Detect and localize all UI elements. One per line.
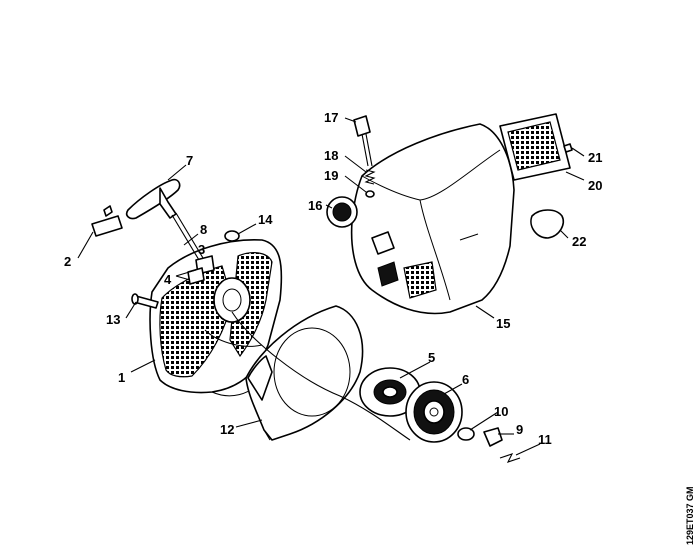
callout-6: 6 [462, 372, 469, 387]
callout-10: 10 [494, 404, 508, 419]
callout-3: 3 [198, 242, 205, 257]
rewind-spring-part [359, 367, 421, 417]
spring-clip-part [499, 453, 521, 463]
shroud-part [350, 123, 515, 315]
callout-8: 8 [200, 222, 207, 237]
filter-screw-part [563, 143, 573, 153]
small-washer-part [365, 190, 375, 198]
grip-insert-part [91, 205, 123, 237]
callout-5: 5 [428, 350, 435, 365]
leader-lines [77, 117, 585, 456]
callout-20: 20 [588, 178, 602, 193]
drawing-code: 129ET037 GM [685, 486, 695, 545]
callout-12: 12 [220, 422, 234, 437]
adjusting-knob-part [326, 196, 358, 228]
callout-9: 9 [516, 422, 523, 437]
callout-19: 19 [324, 168, 338, 183]
callout-4: 4 [164, 272, 172, 287]
callout-22: 22 [572, 234, 586, 249]
callout-11: 11 [538, 432, 552, 447]
rope-guide-part [187, 255, 215, 285]
callout-1: 1 [118, 370, 125, 385]
callout-17: 17 [324, 110, 338, 125]
starter-rope [231, 311, 411, 441]
cover-plate-part [245, 305, 364, 441]
callout-15: 15 [496, 316, 510, 331]
pawl-part [483, 427, 503, 447]
screw-part [131, 293, 159, 309]
rope-rotor-part [405, 381, 463, 443]
callout-16: 16 [308, 198, 322, 213]
cap-part [530, 209, 564, 239]
callout-2: 2 [64, 254, 71, 269]
callout-7: 7 [186, 153, 193, 168]
washer-part [224, 230, 240, 242]
callout-18: 18 [324, 148, 338, 163]
callout-13: 13 [106, 312, 120, 327]
callout-21: 21 [588, 150, 602, 165]
rotor-washer-part [457, 427, 475, 441]
compression-spring-part [364, 169, 376, 185]
callout-14: 14 [258, 212, 273, 227]
bolt-part [353, 115, 373, 167]
starter-grip-part [125, 178, 210, 271]
filter-insert-part [499, 113, 571, 181]
